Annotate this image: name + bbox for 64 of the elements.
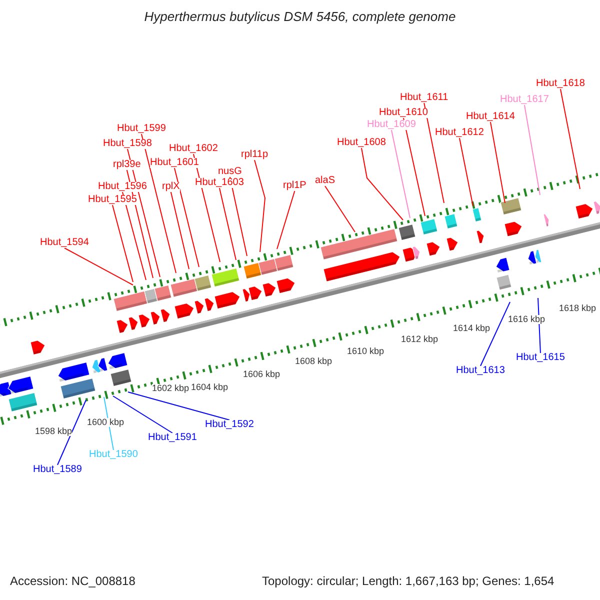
gene-label: Hbut_1596 xyxy=(98,182,147,192)
leader-line xyxy=(174,168,200,268)
scale-label: 1604 kbp xyxy=(191,383,228,392)
gene-label: Hbut_1599 xyxy=(117,124,166,134)
leader-line xyxy=(424,102,444,204)
gene-label: Hbut_1591 xyxy=(148,433,197,443)
gene-label: rpl39e xyxy=(113,160,141,170)
gene-label: Hbut_1598 xyxy=(103,139,152,149)
leader-line xyxy=(122,192,146,280)
leader-line xyxy=(324,186,356,232)
gene-label: Hbut_1614 xyxy=(466,112,515,122)
leader-line xyxy=(140,134,176,274)
leader-line xyxy=(218,188,236,260)
scale-label: 1600 kbp xyxy=(87,418,124,427)
gene-label: Hbut_1608 xyxy=(337,138,386,148)
gene-label: Hbut_1615 xyxy=(516,353,565,363)
gene-label: Hbut_1590 xyxy=(89,450,138,460)
gene-label: Hbut_1589 xyxy=(33,465,82,475)
gene-label: Hbut_1612 xyxy=(435,128,484,138)
gene-label: Hbut_1613 xyxy=(456,366,505,376)
gene-label: Hbut_1602 xyxy=(169,144,218,154)
gene-label: Hbut_1610 xyxy=(379,108,428,118)
scale-label: 1602 kbp xyxy=(152,384,190,393)
leader-line xyxy=(56,400,86,466)
gene-label: Hbut_1595 xyxy=(88,195,137,205)
leader-line xyxy=(276,190,296,250)
scale-label: 1612 kbp xyxy=(401,335,438,344)
gene-label: Hbut_1609 xyxy=(367,120,416,130)
leader-line xyxy=(229,176,248,256)
leader-line xyxy=(402,118,426,216)
leader-line xyxy=(170,192,190,270)
leader-line xyxy=(390,130,410,218)
scale-label: 1610 kbp xyxy=(347,347,384,356)
accession-text: Accession: NC_008818 xyxy=(10,576,136,587)
scale-label: 1616 kbp xyxy=(508,315,546,324)
scale-label: 1608 kbp xyxy=(295,357,332,366)
gene-label: Hbut_1603 xyxy=(195,178,244,188)
gene-label: rplX xyxy=(162,182,180,192)
scale-label: 1606 kbp xyxy=(243,370,280,379)
gene-label: alaS xyxy=(315,176,336,186)
scale-label: 1618 kbp xyxy=(559,304,596,313)
gene-label: rpl1P xyxy=(283,181,306,191)
gene-label: Hbut_1601 xyxy=(150,158,199,168)
leader-line xyxy=(524,104,540,196)
leader-line xyxy=(560,88,580,190)
gene-label: Hbut_1618 xyxy=(536,79,585,89)
gene-label: Hbut_1611 xyxy=(400,93,448,103)
leader-line xyxy=(112,396,173,434)
leader-line xyxy=(128,392,230,420)
scale-label: 1598 kbp xyxy=(35,427,72,436)
scale-label: 1614 kbp xyxy=(453,324,490,333)
leader-line xyxy=(64,248,134,286)
gene-label: rpl11p xyxy=(241,150,268,160)
leader-line xyxy=(360,148,404,220)
genome-info-text: Topology: circular; Length: 1,667,163 bp; Genes: 1,654 xyxy=(262,576,554,587)
leader-line xyxy=(458,138,474,206)
gene-label: Hbut_1594 xyxy=(40,238,89,248)
leader-line xyxy=(254,160,266,252)
gene-label: Hbut_1617 xyxy=(500,95,549,105)
leader-line xyxy=(112,204,134,282)
leader-line xyxy=(490,122,506,204)
gene-label: nusG xyxy=(218,167,242,177)
leader-line xyxy=(480,302,510,366)
gene-label: Hbut_1592 xyxy=(205,420,254,430)
